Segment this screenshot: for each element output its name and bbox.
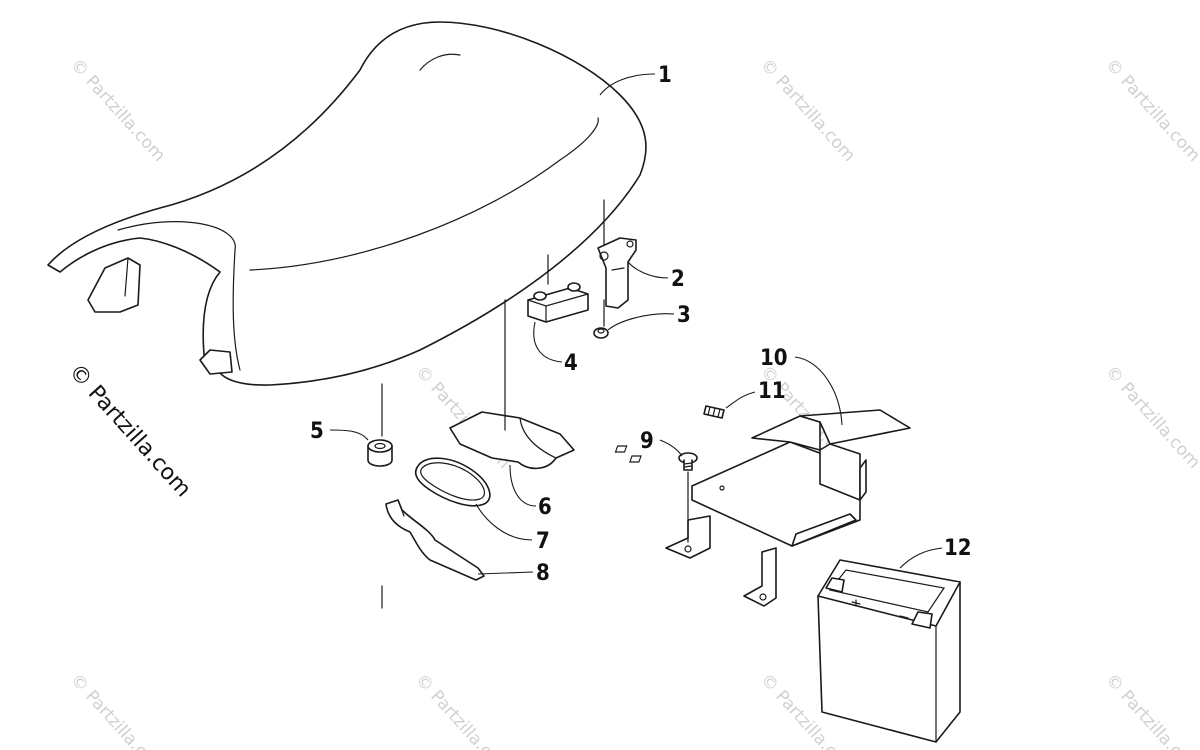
- reference-lines: [381, 199, 689, 609]
- callout-9: 9: [640, 429, 654, 454]
- screw-icon: [678, 452, 698, 471]
- callout-1: 1: [658, 63, 672, 88]
- stud-icon: [703, 405, 725, 419]
- callout-7: 7: [536, 529, 550, 554]
- watermark-tile: © Partzilla.com: [66, 55, 169, 166]
- spanner-wrench-icon: [385, 499, 485, 581]
- watermark-main: © Partzilla.com: [64, 359, 196, 502]
- callout-5: 5: [310, 419, 324, 444]
- seat-latch-icon: [597, 237, 637, 309]
- bracket-icon: [527, 282, 589, 323]
- seat-icon: [47, 21, 647, 386]
- watermark-tile: © Partzilla.com: [1101, 55, 1200, 166]
- watermark-tile: © Partzilla.com: [66, 670, 169, 750]
- callout-4: 4: [564, 351, 578, 376]
- leader-lines: [329, 73, 943, 575]
- watermark-tile: © Partzilla.com: [756, 55, 859, 166]
- grommet-icon: [367, 439, 393, 467]
- watermark-tile: © Partzilla.com: [1101, 670, 1200, 750]
- callout-11: 11: [758, 379, 786, 404]
- callout-12: 12: [944, 536, 972, 561]
- nut-icon: [593, 327, 609, 339]
- callout-8: 8: [536, 561, 550, 586]
- battery-icon: [817, 559, 961, 743]
- watermark-tile: © Partzilla.com: [411, 670, 514, 750]
- callout-10: 10: [760, 346, 788, 371]
- callout-3: 3: [677, 303, 691, 328]
- watermark-tile: © Partzilla.com: [1101, 362, 1200, 473]
- callout-2: 2: [671, 267, 685, 292]
- callout-labels: 1 2 3 4 5 6 7 8 9 10 11 12: [310, 63, 972, 586]
- callout-6: 6: [538, 495, 552, 520]
- o-ring-icon: [414, 457, 491, 507]
- pad-icon: [449, 411, 575, 470]
